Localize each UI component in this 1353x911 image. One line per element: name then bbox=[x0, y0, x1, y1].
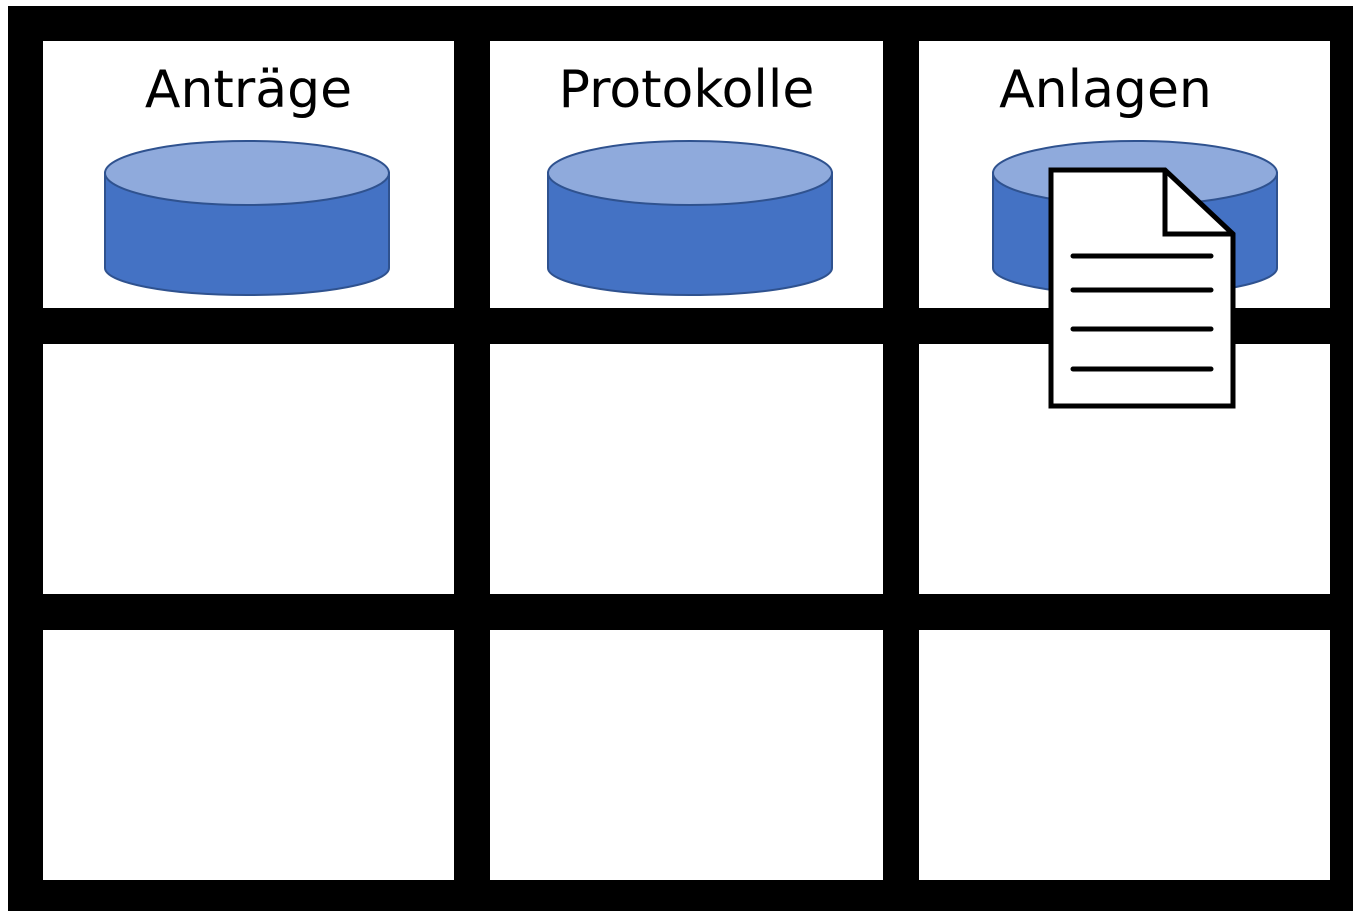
cell-row3-col1 bbox=[43, 630, 454, 880]
database-icon bbox=[104, 140, 390, 296]
document-icon[interactable] bbox=[1047, 166, 1239, 412]
column-header-antraege: Anträge bbox=[144, 60, 353, 120]
storage-grid: Anträge Protokolle Anlagen bbox=[8, 6, 1353, 911]
cell-row3-col3 bbox=[919, 630, 1330, 880]
cell-row2-col1 bbox=[43, 344, 454, 594]
cell-protokolle: Protokolle bbox=[490, 41, 883, 308]
cell-antraege: Anträge bbox=[43, 41, 454, 308]
column-header-anlagen: Anlagen bbox=[999, 60, 1212, 120]
column-header-protokolle: Protokolle bbox=[558, 60, 815, 120]
database-icon bbox=[547, 140, 833, 296]
cell-row3-col2 bbox=[490, 630, 883, 880]
cell-row2-col2 bbox=[490, 344, 883, 594]
